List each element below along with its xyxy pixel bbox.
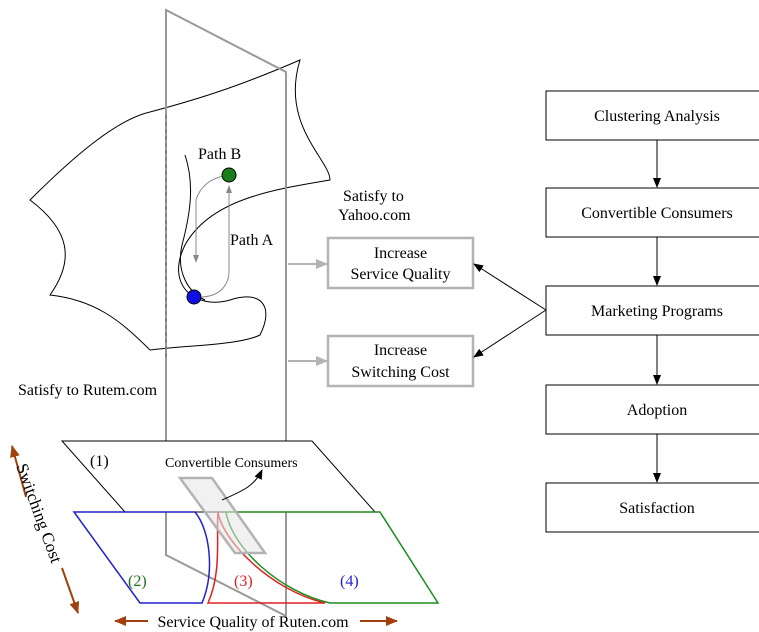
region-1-label: (1): [90, 453, 109, 470]
switching-cost-box: [326, 334, 475, 388]
flow-box-convertible: [545, 187, 759, 238]
service-quality-line1: Increase: [374, 245, 427, 262]
region-3-label: (3): [234, 573, 253, 590]
switching-cost-line1: Increase: [374, 342, 427, 359]
path-a-label: Path A: [230, 232, 274, 249]
convertible-consumers-label: Convertible Consumers: [165, 456, 298, 471]
convertible-highlight: [177, 476, 268, 555]
marketing-to-service-arrow: [473, 263, 547, 311]
surface-fold-curve: [180, 154, 206, 301]
service-quality-axis-label: Service Quality of Ruten.com: [157, 614, 349, 631]
flow-box-marketing: [545, 285, 759, 336]
flow-box-clustering: [545, 90, 759, 141]
flow-box-adoption: [545, 384, 759, 435]
flow-box-satisfaction: [545, 482, 759, 533]
flow-label-satisfaction: Satisfaction: [619, 500, 695, 517]
process-flowchart: Clustering Analysis Convertible Consumer…: [545, 90, 759, 533]
switching-cost-axis-label: Switching Cost: [12, 461, 66, 566]
convertible-pointer-arrow: [221, 469, 263, 501]
flow-label-adoption: Adoption: [627, 402, 687, 419]
service-quality-box: [326, 236, 475, 290]
region-4-label: (4): [340, 573, 359, 590]
satisfy-yahoo-label-1: Satisfy to: [343, 188, 404, 205]
switching-cost-line2: Switching Cost: [351, 364, 450, 381]
segmentation-figure: (1) (2) (3) (4) Convertible Consumers Sw…: [10, 440, 440, 631]
vertical-plane: [165, 8, 287, 618]
path-a-arrow: [201, 185, 232, 298]
green-point: [221, 167, 237, 183]
flow-label-marketing: Marketing Programs: [591, 303, 723, 320]
satisfaction-surface-figure: Path B Path A Satisfy to Yahoo.com Satis…: [18, 8, 411, 618]
region-4-plane: [225, 511, 440, 604]
service-quality-line2: Service Quality: [351, 266, 451, 283]
satisfy-yahoo-label-2: Yahoo.com: [338, 207, 411, 224]
flow-label-clustering: Clustering Analysis: [594, 108, 720, 125]
flow-label-convertible: Convertible Consumers: [581, 205, 733, 222]
region-2-label: (2): [128, 573, 147, 590]
satisfy-rutem-label: Satisfy to Rutem.com: [18, 382, 158, 399]
switching-cost-axis-down: [61, 567, 80, 614]
marketing-to-switching-arrow: [473, 309, 547, 358]
region-2-plane: [72, 511, 211, 604]
path-b-label: Path B: [198, 146, 241, 163]
path-b-arrow: [193, 175, 225, 263]
action-boxes: Increase Service Quality Increase Switch…: [288, 236, 547, 388]
blue-point: [186, 289, 202, 305]
switching-cost-axis-up: [10, 445, 27, 498]
